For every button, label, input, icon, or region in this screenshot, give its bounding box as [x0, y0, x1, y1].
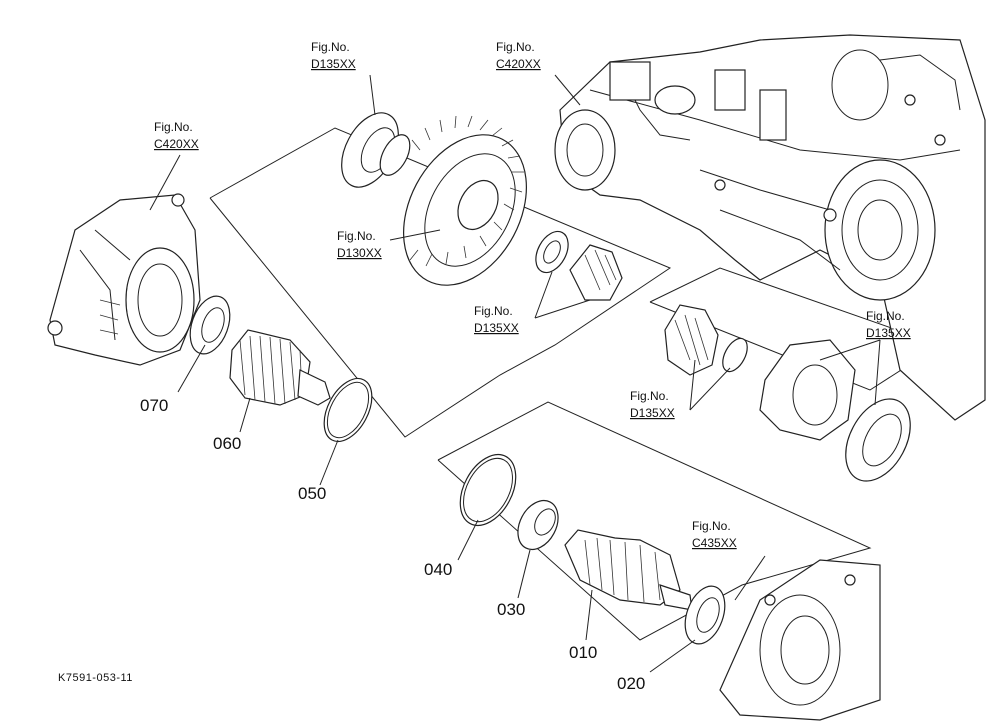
- gear-shaft-060: [229, 329, 331, 406]
- washer-pinion-mid: [535, 230, 623, 301]
- ring-gear: [403, 115, 527, 286]
- fig-code-top-right: C420XX: [496, 57, 541, 71]
- fig-code-gear-ring: D130XX: [337, 246, 382, 260]
- part-number-020: 020: [617, 674, 645, 693]
- fig-code-right-case: D135XX: [866, 326, 911, 340]
- transmission-case-top: [554, 34, 986, 421]
- lower-group-outline: [437, 401, 872, 641]
- fig-label-diff-side: Fig.No.: [630, 389, 669, 403]
- fig-code-diff-side: D135XX: [630, 406, 675, 420]
- fig-label-top-center: Fig.No.: [311, 40, 350, 54]
- leader-lines: [149, 74, 881, 673]
- part-number-030: 030: [497, 600, 525, 619]
- drawing-code: K7591-053-11: [58, 672, 133, 684]
- fig-label-top-right: Fig.No.: [496, 40, 535, 54]
- fig-label-bottom-case: Fig.No.: [692, 519, 731, 533]
- bearing-top: [341, 112, 411, 188]
- fig-code-top-center: D135XX: [311, 57, 356, 71]
- oring-040: [459, 454, 517, 526]
- diff-gear-right: [664, 304, 911, 482]
- fig-label-top-left: Fig.No.: [154, 120, 193, 134]
- fig-code-top-left: C420XX: [154, 137, 199, 151]
- oring-050: [323, 377, 373, 443]
- collar-030: [517, 499, 559, 551]
- fig-code-bottom-case: C435XX: [692, 536, 737, 550]
- bearing-020: [684, 585, 726, 645]
- bottom-case: [719, 559, 881, 721]
- part-number-070: 070: [140, 396, 168, 415]
- part-number-040: 040: [424, 560, 452, 579]
- upper-group-outline: [209, 127, 672, 438]
- bearing-070: [189, 295, 231, 355]
- fig-label-right-case: Fig.No.: [866, 309, 905, 323]
- fig-label-pinion-mid: Fig.No.: [474, 304, 513, 318]
- part-number-060: 060: [213, 434, 241, 453]
- part-number-010: 010: [569, 643, 597, 662]
- part-number-050: 050: [298, 484, 326, 503]
- fig-label-gear-ring: Fig.No.: [337, 229, 376, 243]
- left-housing: [47, 193, 201, 366]
- fig-code-pinion-mid: D135XX: [474, 321, 519, 335]
- gear-shaft-010: [564, 529, 693, 611]
